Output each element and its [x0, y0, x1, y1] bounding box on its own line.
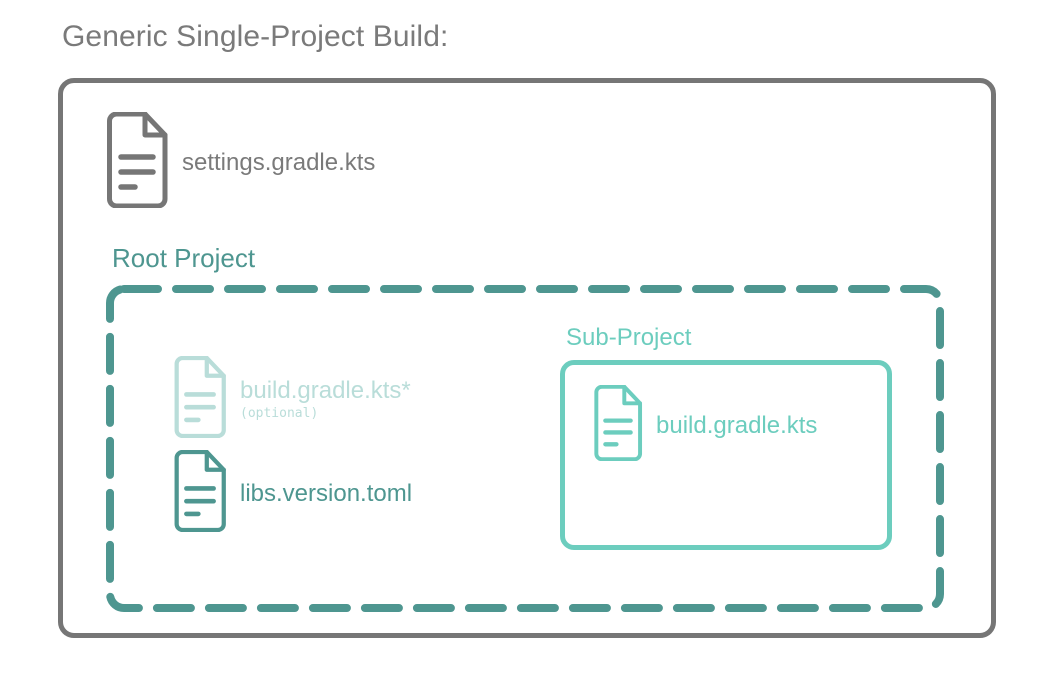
file-row-sub-build-gradle-kts: build.gradle.kts — [592, 384, 817, 466]
file-label: build.gradle.kts* — [240, 377, 411, 405]
root-project-box — [106, 285, 944, 612]
file-row-settings-gradle-kts: settings.gradle.kts — [104, 111, 375, 213]
file-text-group: libs.version.toml — [240, 481, 412, 506]
file-document-icon — [592, 384, 644, 466]
file-sublabel-optional: (optional) — [240, 406, 319, 422]
file-label: build.gradle.kts — [656, 411, 818, 439]
file-label: libs.version.toml — [240, 479, 413, 507]
file-label: settings.gradle.kts — [182, 148, 376, 176]
file-document-icon — [172, 355, 228, 443]
root-project-label: Root Project — [112, 243, 256, 273]
file-text-group: build.gradle.kts — [656, 413, 817, 438]
file-text-group: build.gradle.kts* (optional) — [240, 378, 411, 421]
file-text-group: settings.gradle.kts — [182, 150, 375, 175]
file-row-libs-version-toml: libs.version.toml — [172, 449, 412, 537]
sub-project-label: Sub-Project — [566, 324, 692, 351]
file-document-icon — [172, 449, 228, 537]
page-title: Generic Single-Project Build: — [62, 20, 449, 53]
file-document-icon — [104, 111, 170, 213]
file-row-build-gradle-kts-optional: build.gradle.kts* (optional) — [172, 355, 411, 443]
